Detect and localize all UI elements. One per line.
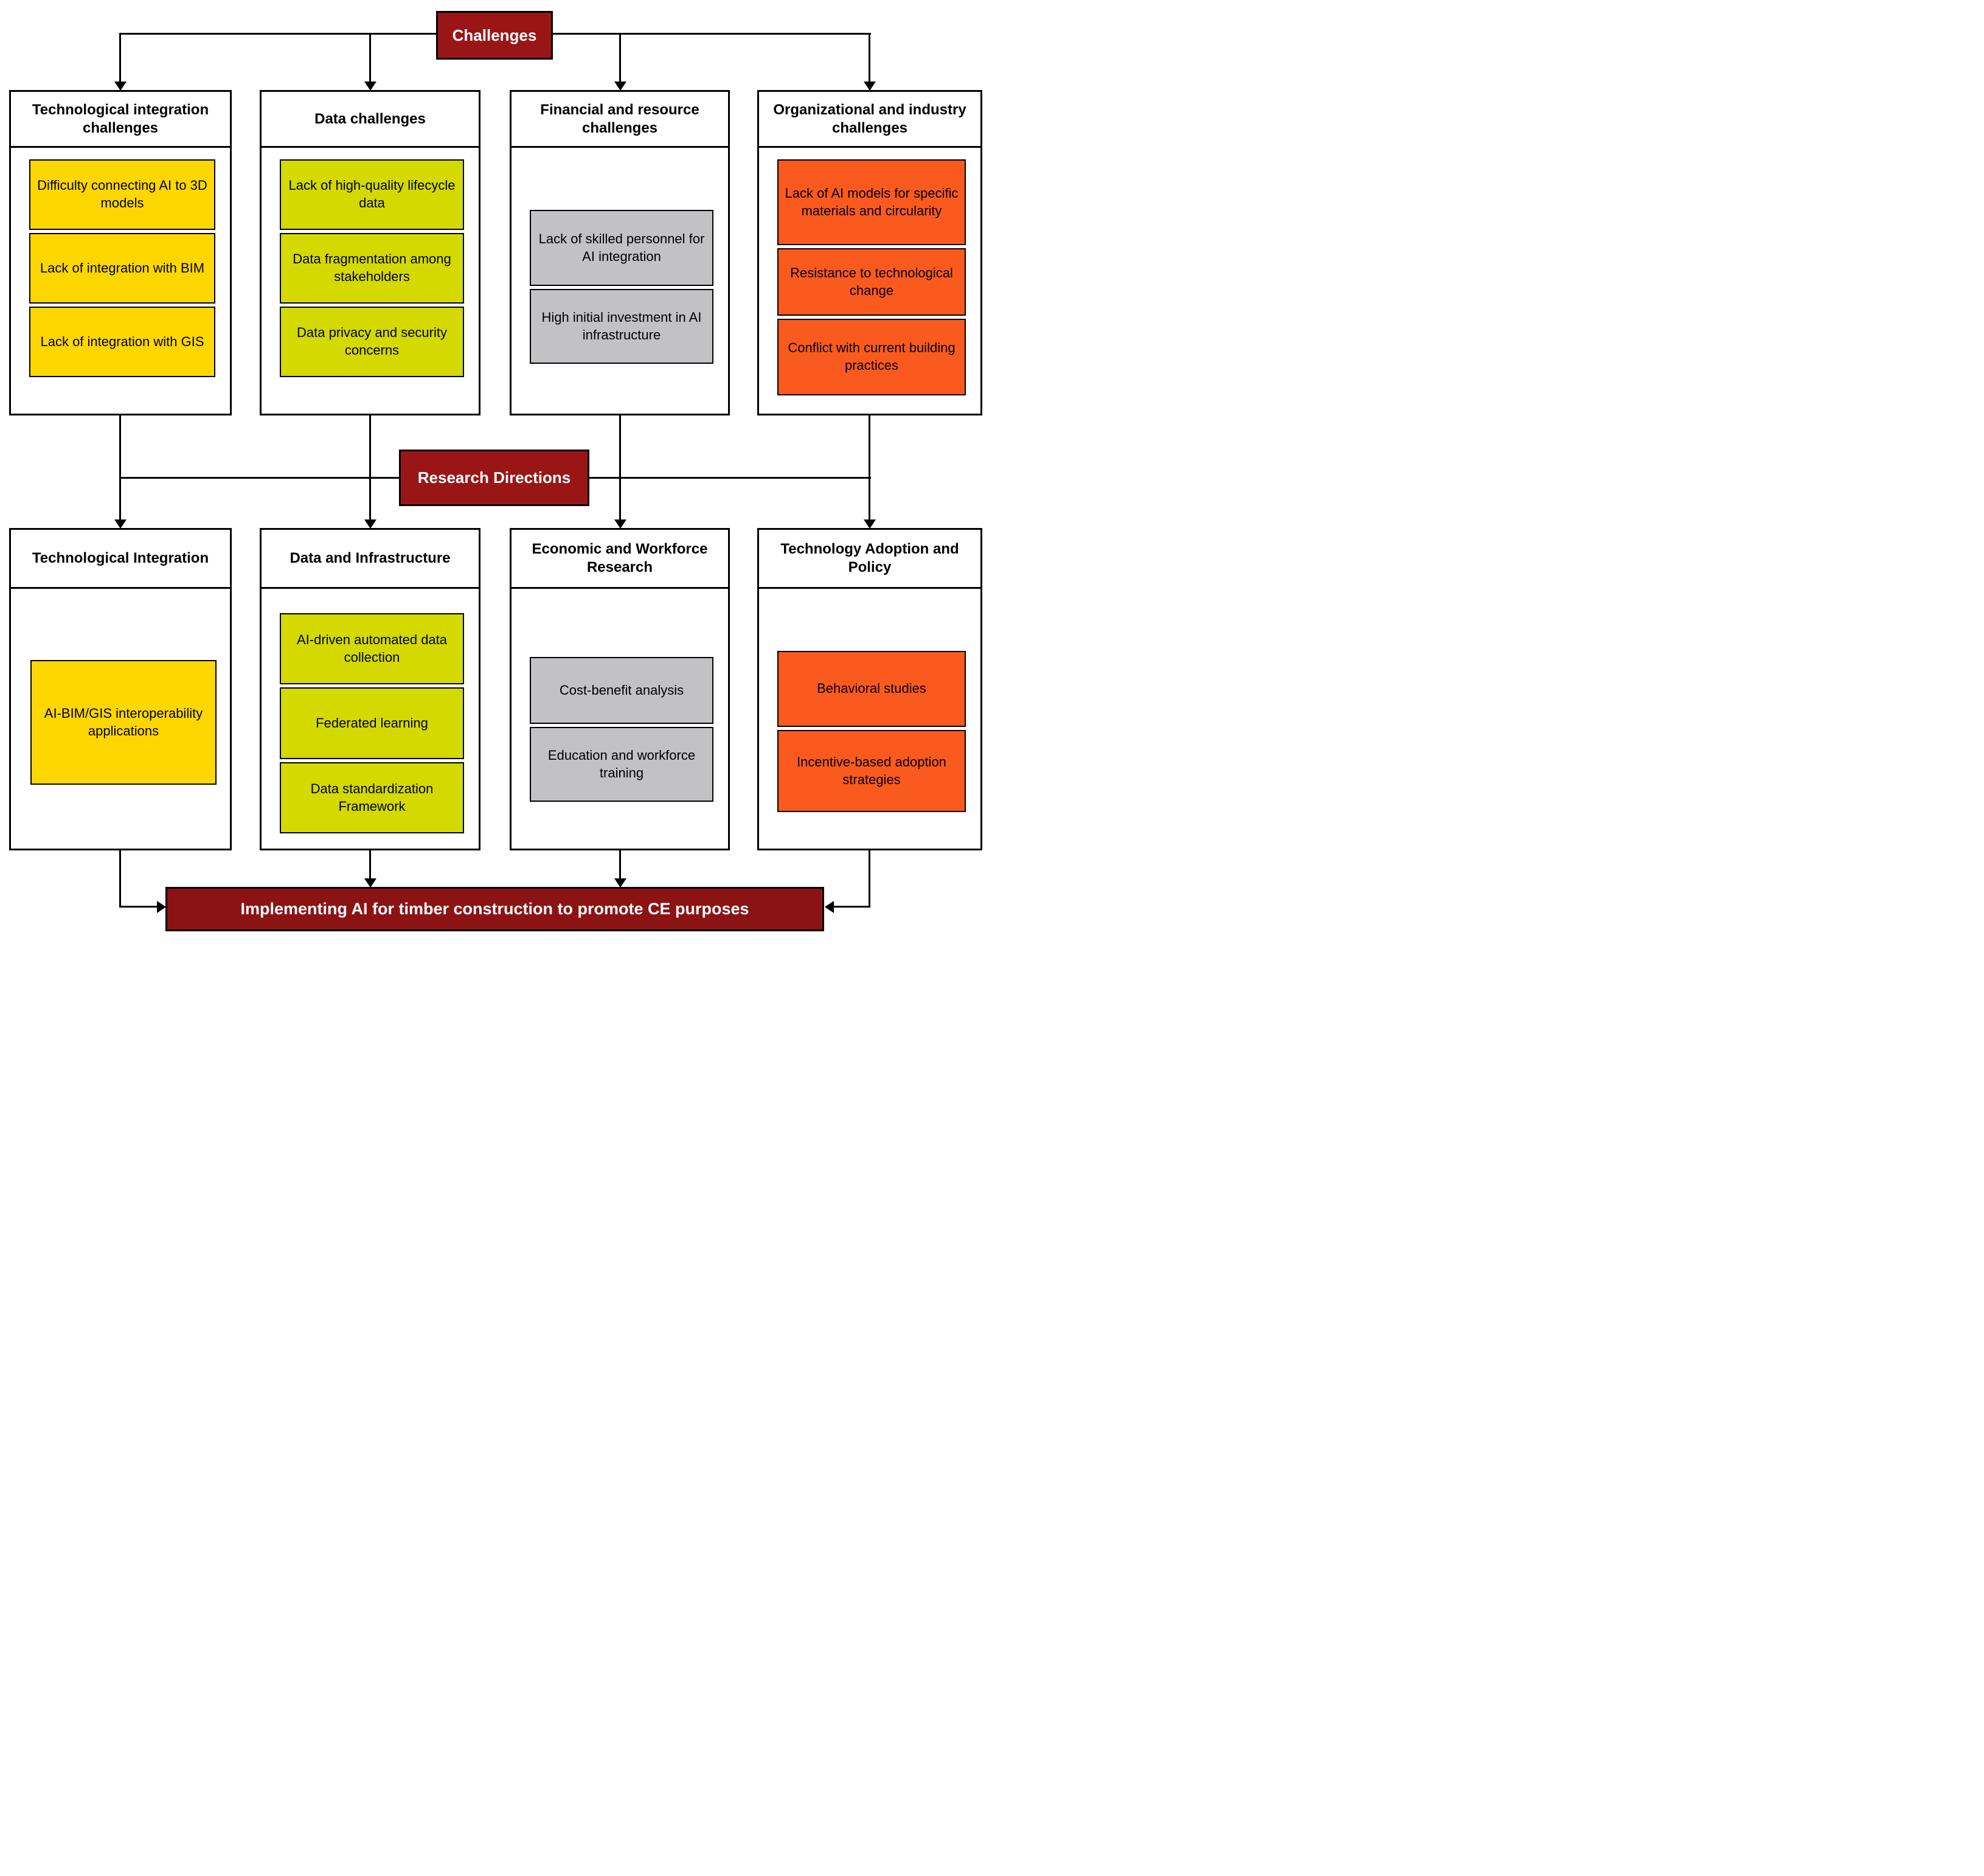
column-header: Data challenges	[262, 92, 479, 148]
challenge-item: Lack of high-quality lifecycle data	[280, 159, 464, 230]
column-header: Organizational and industry challenges	[759, 92, 980, 148]
challenge-item: Difficulty connecting AI to 3D models	[29, 159, 215, 230]
connector-line	[369, 415, 371, 520]
connector-line	[869, 415, 870, 520]
column-header: Data and Infrastructure	[262, 530, 479, 589]
arrow-down-icon	[364, 82, 376, 91]
research-column-data-infrastructure: Data and Infrastructure AI-driven automa…	[260, 528, 480, 850]
research-column-technology-adoption: Technology Adoption and Policy Behaviora…	[757, 528, 982, 850]
research-item: Behavioral studies	[777, 651, 966, 727]
challenges-label: Challenges	[452, 26, 537, 44]
challenge-item: Lack of skilled personnel for AI integra…	[530, 210, 713, 286]
challenge-item: High initial investment in AI infrastruc…	[530, 289, 713, 364]
connector-line	[119, 415, 121, 520]
challenge-item: Data fragmentation among stakeholders	[280, 233, 464, 304]
arrow-left-icon	[825, 901, 834, 913]
connector-line	[869, 33, 870, 82]
research-directions-node: Research Directions	[399, 450, 589, 506]
arrow-down-icon	[614, 878, 626, 888]
connector-line	[119, 906, 158, 908]
research-item: Federated learning	[280, 687, 464, 759]
arrow-down-icon	[114, 82, 127, 91]
research-directions-label: Research Directions	[417, 468, 571, 487]
column-header: Financial and resource challenges	[512, 92, 728, 148]
arrow-down-icon	[614, 519, 626, 529]
challenge-column-technological: Technological integration challenges Dif…	[9, 90, 232, 415]
research-item: Education and workforce training	[530, 727, 713, 802]
conclusion-banner: Implementing AI for timber construction …	[165, 887, 824, 931]
challenge-item: Lack of integration with BIM	[29, 233, 215, 304]
connector-line	[369, 850, 371, 879]
connector-line	[619, 33, 621, 82]
research-item: AI-driven automated data collection	[280, 613, 464, 684]
challenge-item: Lack of integration with GIS	[29, 307, 215, 377]
connector-line	[619, 415, 621, 520]
connector-line	[619, 850, 621, 879]
flowchart: Challenges Research Directions Implement…	[0, 0, 992, 938]
challenge-item: Lack of AI models for specific materials…	[777, 159, 966, 245]
challenges-node: Challenges	[436, 11, 553, 60]
research-column-technological-integration: Technological Integration AI-BIM/GIS int…	[9, 528, 232, 850]
arrow-down-icon	[864, 82, 876, 91]
arrow-down-icon	[364, 519, 376, 529]
conclusion-banner-label: Implementing AI for timber construction …	[240, 900, 749, 918]
research-item: Incentive-based adoption strategies	[777, 730, 966, 812]
arrow-down-icon	[864, 519, 876, 529]
connector-line	[369, 33, 371, 82]
challenge-column-financial: Financial and resource challenges Lack o…	[510, 90, 730, 415]
challenge-item: Conflict with current building practices	[777, 319, 966, 395]
research-item: Data standardization Framework	[280, 762, 464, 833]
arrow-down-icon	[114, 519, 127, 529]
research-item: AI-BIM/GIS interoperability applications	[30, 660, 217, 785]
research-item: Cost-benefit analysis	[530, 657, 713, 724]
arrow-down-icon	[364, 878, 376, 888]
challenge-column-organizational: Organizational and industry challenges L…	[757, 90, 982, 415]
challenge-item: Resistance to technological change	[777, 248, 966, 316]
connector-line	[119, 33, 121, 82]
connector-line	[834, 906, 870, 908]
column-header: Technological integration challenges	[11, 92, 230, 148]
connector-line	[869, 850, 870, 908]
column-header: Technology Adoption and Policy	[759, 530, 980, 589]
connector-line	[119, 850, 121, 908]
challenge-item: Data privacy and security concerns	[280, 307, 464, 377]
research-column-economic-workforce: Economic and Workforce Research Cost-ben…	[510, 528, 730, 850]
arrow-right-icon	[157, 901, 166, 913]
arrow-down-icon	[614, 82, 626, 91]
challenge-column-data: Data challenges Lack of high-quality lif…	[260, 90, 480, 415]
column-header: Technological Integration	[11, 530, 230, 589]
column-header: Economic and Workforce Research	[512, 530, 728, 589]
